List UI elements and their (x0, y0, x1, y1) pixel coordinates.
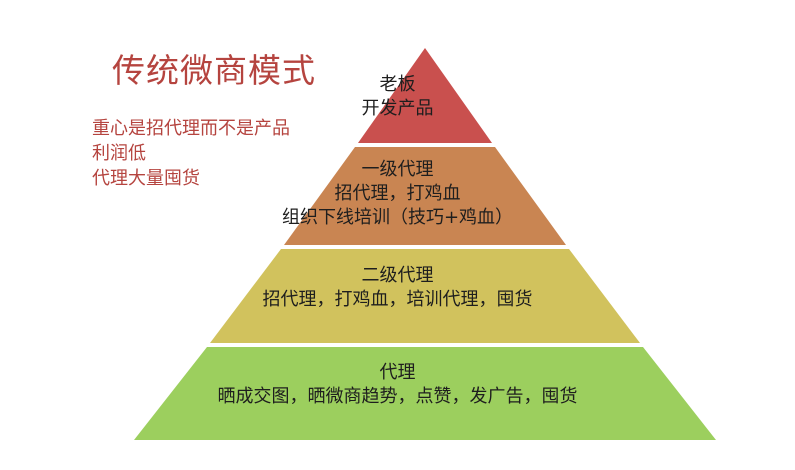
tier-first-level-task: 招代理，打鸡血 (334, 183, 461, 204)
tier-agent-task: 晒成交图，晒微商趋势，点赞，发广告，囤货 (217, 386, 578, 407)
tier-second-level-text: 二级代理 招代理，打鸡血，培训代理，囤货 (0, 264, 795, 312)
tier-first-level-task: 组织下线培训（技巧+鸡血） (281, 207, 514, 228)
tier-first-level-text: 一级代理 招代理，打鸡血 组织下线培训（技巧+鸡血） (0, 158, 795, 230)
tier-boss-text: 老板 开发产品 (0, 73, 795, 121)
tier-second-level-shape (210, 249, 640, 343)
tier-agent-text: 代理 晒成交图，晒微商趋势，点赞，发广告，囤货 (0, 361, 795, 409)
note-item: 代理大量囤货 (92, 168, 200, 189)
note-item: 利润低 (92, 143, 146, 164)
tier-boss-shape (358, 48, 492, 143)
tier-boss-role: 老板 (379, 74, 416, 95)
tier-first-level-role: 一级代理 (361, 159, 434, 180)
notes-list: 重心是招代理而不是产品 利润低 代理大量囤货 (92, 116, 290, 191)
page-title: 传统微商模式 (112, 51, 316, 90)
tier-first-level-shape (284, 147, 566, 245)
note-item: 重心是招代理而不是产品 (92, 118, 290, 139)
tier-agent-shape (134, 347, 716, 440)
tier-second-level-role: 二级代理 (361, 265, 434, 286)
tier-boss-task: 开发产品 (361, 98, 434, 119)
tier-second-level-task: 招代理，打鸡血，培训代理，囤货 (262, 289, 533, 310)
tier-agent-role: 代理 (379, 362, 416, 383)
